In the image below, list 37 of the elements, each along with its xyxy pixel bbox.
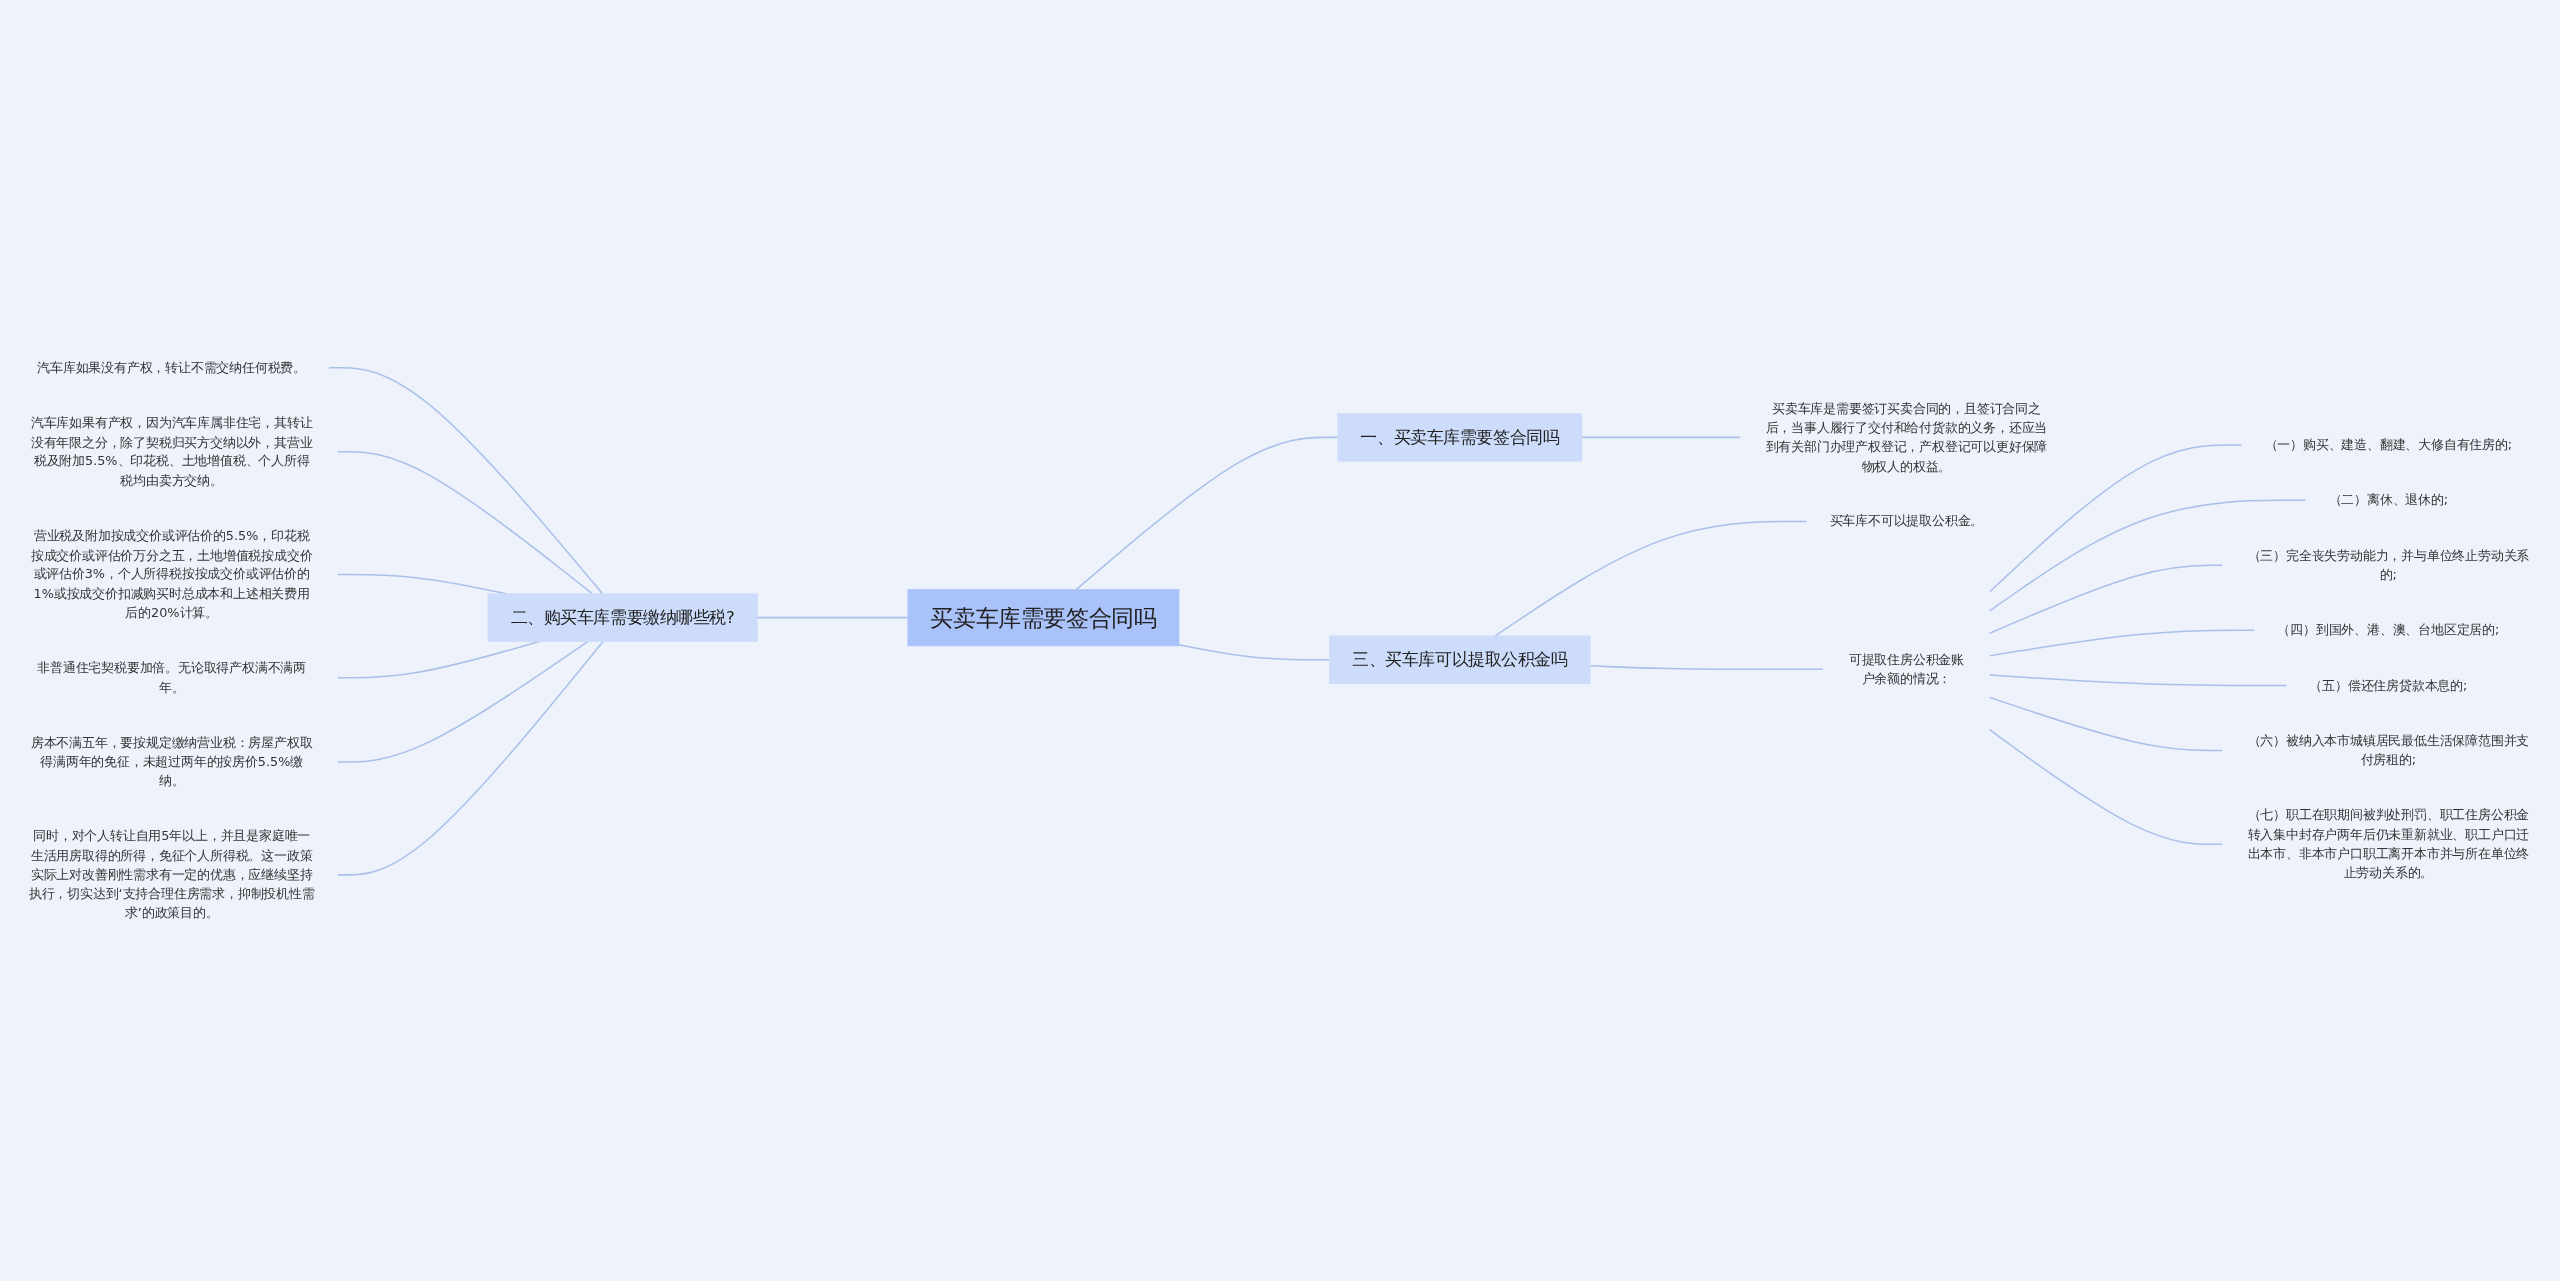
- node-text: （三）完全丧失劳动能力，并与单位终止劳动关系的;: [2247, 547, 2530, 582]
- node-text: 汽车库如果有产权，因为汽车库属非住宅，其转让没有年限之分，除了契税归买方交纳以外，其营业税及附加5.5%、印花税、土地增值税、个人所得税均由卖方交纳。: [30, 414, 313, 488]
- node-text: （七）职工在职期间被判处刑罚、职工住房公积金转入集中封存户两年后仍未重新就业、职工户口迁出本市、非本市户口职工离开本市并与所在单位终止劳动关系的。: [2247, 807, 2530, 881]
- connector: [1988, 728, 2224, 846]
- node-text: 买车库不可以提取公积金。: [1829, 513, 1984, 529]
- connector: [1988, 564, 2224, 635]
- connector: [1988, 674, 2288, 687]
- connector: [1988, 499, 2307, 612]
- node-box: 一、买卖车库需要签合同吗: [1337, 413, 1583, 462]
- node-text: 买卖车库是需要签订买卖合同的，且签订合同之后，当事人履行了交付和给付货款的义务，还应当到有关部门办理产权登记，产权登记可以更好保障物权人的权益。: [1765, 400, 2048, 474]
- connector: [1988, 444, 2243, 593]
- connector: [336, 640, 589, 763]
- node-text: 非普通住宅契税要加倍。无论取得产权满不满两年。: [37, 660, 307, 695]
- connector: [756, 616, 909, 619]
- node-text: （一）购买、建造、翻建、大修自有住房的;: [2264, 436, 2513, 452]
- node-text: 汽车库如果没有产权，转让不需交纳任何税费。: [37, 359, 307, 375]
- connector: [1581, 436, 1742, 439]
- connector: [1075, 436, 1339, 591]
- connector: [1494, 520, 1808, 637]
- node-text: （六）被纳入本市城镇居民最低生活保障范围并支付房租的;: [2247, 732, 2530, 768]
- node-box: 买卖车库需要签合同吗: [907, 589, 1180, 647]
- connector: [1589, 665, 1825, 671]
- node-text: 房本不满五年，要按规定缴纳营业税：房屋产权取得满两年的免征，未超过两年的按房价5.5%缴纳。: [30, 734, 313, 789]
- node-text: （二）离休、退休的;: [2328, 492, 2449, 508]
- node-text: 营业税及附加按成交价或评估价的5.5%，印花税按成交价或评估价万分之五，土地增值税按成交价或评估价3%，个人所得税按按成交价或评估价的1%或按成交价扣减购买时总成本和上述相关费用后的20%计算。: [30, 527, 313, 620]
- connector: [1178, 643, 1331, 661]
- node-text: 可提取住房公积金账户余额的情况：: [1848, 651, 1964, 686]
- node-text: （五）偿还住房贷款本息的;: [2309, 677, 2468, 693]
- node-text: 同时，对个人转让自用5年以上，并且是家庭唯一生活用房取得的所得，免征个人所得税。这一政策实际上对改善刚性需求有一定的优惠，应继续坚持执行，切实达到‘支持合理住房需求，抑制投机性需求’的政策目的。: [28, 828, 315, 921]
- connector: [327, 366, 604, 595]
- connector: [336, 640, 604, 876]
- node-box: 三、买车库可以提取公积金吗: [1329, 635, 1591, 684]
- connector: [1988, 696, 2224, 752]
- connector: [336, 451, 594, 595]
- connector: [1988, 629, 2256, 657]
- node-text: （四）到国外、港、澳、台地区定居的;: [2277, 622, 2500, 638]
- node-box: 二、购买车库需要缴纳哪些税?: [487, 593, 758, 642]
